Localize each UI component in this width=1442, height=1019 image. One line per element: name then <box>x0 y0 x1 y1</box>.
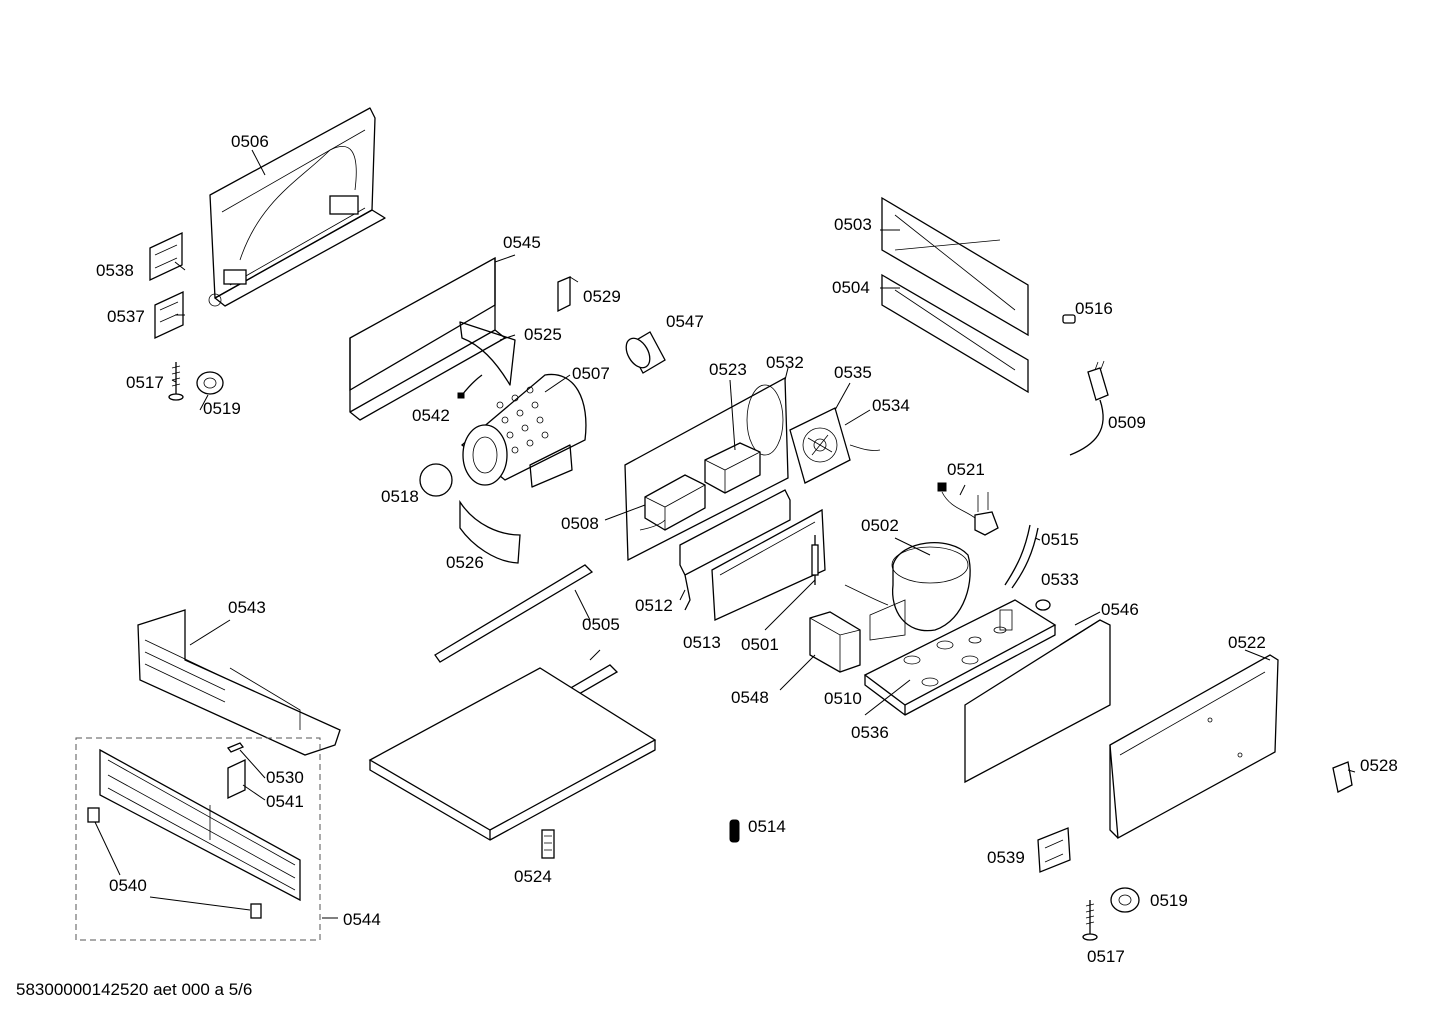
callout-0534: 0534 <box>872 396 910 415</box>
callout-0517: 0517 <box>126 373 164 392</box>
part-0528-connector <box>1332 761 1353 793</box>
part-0523-transformer <box>704 442 761 494</box>
part-0517-leveling-screw-right <box>1082 900 1098 941</box>
part-0529-bracket <box>557 276 579 313</box>
part-0515-hose <box>1004 524 1039 589</box>
part-0543-grille-frame <box>137 609 341 756</box>
part-0530-clip <box>226 742 245 753</box>
callout-0515: 0515 <box>1041 530 1079 549</box>
part-0534-fan-cable <box>849 444 881 451</box>
callout-0525: 0525 <box>524 325 562 344</box>
part-0546-side-plate <box>964 619 1111 784</box>
part-0504-panel <box>881 273 1029 394</box>
part-0518-plate <box>419 463 453 497</box>
callout-0512: 0512 <box>635 596 673 615</box>
callout-0501: 0501 <box>741 635 779 654</box>
callout-0543: 0543 <box>228 598 266 617</box>
part-0508-transformer <box>639 474 706 531</box>
callout-0530: 0530 <box>266 768 304 787</box>
callout-0524: 0524 <box>514 867 552 886</box>
callout-0532: 0532 <box>766 353 804 372</box>
callout-0540: 0540 <box>109 876 147 895</box>
callout-0542: 0542 <box>412 406 450 425</box>
callout-0505: 0505 <box>582 615 620 634</box>
callout-0541: 0541 <box>266 792 304 811</box>
callout-0510: 0510 <box>824 689 862 708</box>
part-0526-arc-cover <box>459 499 521 564</box>
document-footer-id: 58300000142520 aet 000 a 5/6 <box>16 980 253 999</box>
callout-0535: 0535 <box>834 363 872 382</box>
callout-0536: 0536 <box>851 723 889 742</box>
part-0510-starter-box <box>809 611 861 673</box>
callout-0545: 0545 <box>503 233 541 252</box>
callout-0519: 0519 <box>203 399 241 418</box>
callout-0546: 0546 <box>1101 600 1139 619</box>
callout-0537: 0537 <box>107 307 145 326</box>
callout-0504: 0504 <box>832 278 870 297</box>
part-0514-plug <box>729 819 740 843</box>
part-0533-grommet <box>1035 599 1051 611</box>
callout-0516: 0516 <box>1075 299 1113 318</box>
part-0507-fan-motor <box>460 373 587 488</box>
part-0513-electronics-cover <box>711 508 826 621</box>
leader-lines <box>94 149 1356 919</box>
part-0545-cover-panel <box>349 256 506 421</box>
part-0512-electronics-box <box>679 489 791 611</box>
part-0516-small-plug <box>1062 314 1076 324</box>
callout-0533: 0533 <box>1041 570 1079 589</box>
part-0505-tray <box>368 667 657 841</box>
part-0521-relay <box>937 482 999 536</box>
callout-0502: 0502 <box>861 516 899 535</box>
callout-0517: 0517 <box>1087 947 1125 966</box>
callout-0544: 0544 <box>343 910 381 929</box>
callout-0539: 0539 <box>987 848 1025 867</box>
callout-0503: 0503 <box>834 215 872 234</box>
part-0502-compressor <box>844 542 971 641</box>
part-0517-leveling-screw-left <box>168 362 184 401</box>
part-0535-fan-housing <box>789 407 851 484</box>
callout-0548: 0548 <box>731 688 769 707</box>
part-0522-side-panel <box>1109 654 1279 840</box>
callout-0523: 0523 <box>709 360 747 379</box>
callout-0506: 0506 <box>231 132 269 151</box>
part-0509-power-cord <box>1069 360 1109 456</box>
callout-0521: 0521 <box>947 460 985 479</box>
part-0519-roller-right <box>1110 887 1140 913</box>
callout-0522: 0522 <box>1228 633 1266 652</box>
callout-labels: 0506 0538 0537 0517 0519 0545 0529 0525 … <box>96 132 1398 966</box>
part-0542-cable <box>457 374 483 399</box>
callout-0508: 0508 <box>561 514 599 533</box>
callout-0519: 0519 <box>1150 891 1188 910</box>
part-0540-foot <box>87 807 262 919</box>
callout-0526: 0526 <box>446 553 484 572</box>
part-0524-clip <box>541 829 555 859</box>
part-0538-bracket <box>149 231 183 282</box>
callout-0514: 0514 <box>748 817 786 836</box>
part-0547-capacitor <box>625 331 666 374</box>
callout-0513: 0513 <box>683 633 721 652</box>
part-0541-clip <box>227 758 246 800</box>
callout-0547: 0547 <box>666 312 704 331</box>
part-0519-roller-left <box>196 371 224 395</box>
callout-0528: 0528 <box>1360 756 1398 775</box>
part-0537-bracket <box>154 290 184 340</box>
part-0503-panel <box>881 196 1029 337</box>
callout-0529: 0529 <box>583 287 621 306</box>
part-0525-fan-holder <box>459 321 516 386</box>
callout-0518: 0518 <box>381 487 419 506</box>
part-0544-grille-assembly <box>75 737 321 941</box>
part-0501-drier <box>811 535 819 585</box>
callout-0507: 0507 <box>572 364 610 383</box>
callout-0538: 0538 <box>96 261 134 280</box>
part-0506-back-panel <box>208 107 386 307</box>
part-0539-bracket <box>1037 827 1071 873</box>
callout-0509: 0509 <box>1108 413 1146 432</box>
